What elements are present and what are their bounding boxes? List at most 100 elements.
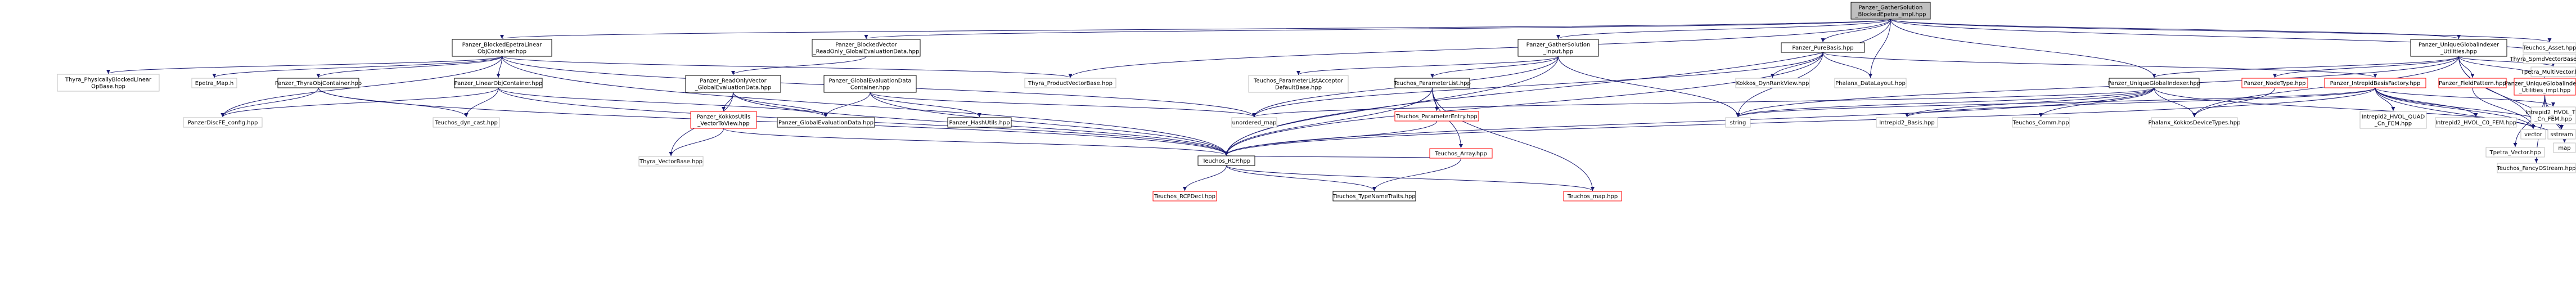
node-rcpDecl[interactable]: Teuchos_RCPDecl.hpp — [1152, 191, 1217, 202]
node-fancyOStream: Teuchos_FancyOStream.hpp — [2496, 163, 2576, 173]
node-box — [454, 78, 543, 88]
node-paramList[interactable]: Teuchos_ParameterList.hpp — [1393, 78, 1471, 88]
edge-root-to-blockedEpetraLinObj — [501, 19, 1891, 39]
node-pureBasis[interactable]: Panzer_PureBasis.hpp — [1781, 42, 1865, 53]
node-box — [1850, 2, 1931, 20]
node-box — [1231, 117, 1277, 128]
node-label: Teuchos_Asset.hpp — [2523, 45, 2576, 51]
edge-gatherInput-to-string — [1558, 56, 1740, 118]
node-box — [1429, 148, 1493, 159]
node-label: Kokkos_DynRankView.hpp — [1736, 80, 1809, 87]
node-label: _BlockedEpetra_impl.hpp — [1854, 12, 1926, 18]
node-box — [1024, 78, 1116, 88]
edge-gatherInput-to-teuchosRcp — [1224, 56, 1559, 156]
node-globalEvalData[interactable]: Panzer_GlobalEvaluationData.hpp — [777, 117, 875, 128]
node-box — [2359, 111, 2427, 129]
node-label: Intrepid2_HVOL_TRI — [2525, 110, 2576, 116]
node-box — [812, 39, 921, 57]
node-teuchosComm: Teuchos_Comm.hpp — [2012, 117, 2070, 128]
edge-uniqueIndexerUtils-to-map — [2458, 56, 2566, 143]
node-label: Intrepid2_Basis.hpp — [1879, 120, 1935, 126]
edge-blockedEpetraLinObj-to-thyraPhys — [106, 56, 502, 74]
node-dynCast: Teuchos_dyn_cast.hpp — [433, 117, 500, 128]
edge-root-to-gatherInput — [1556, 19, 1891, 39]
edge-paramList-to-teuchosRcp — [1224, 87, 1433, 156]
edge-pureBasis-to-intrepidFactory — [1822, 52, 2377, 78]
node-intrepidBasis: Intrepid2_Basis.hpp — [1876, 117, 1938, 128]
node-nodeType[interactable]: Panzer_NodeType.hpp — [2241, 78, 2308, 88]
node-kokkosDyn: Kokkos_DynRankView.hpp — [1735, 78, 1810, 88]
node-label: Teuchos_RCPDecl.hpp — [1154, 194, 1215, 200]
node-readOnlyVector[interactable]: Panzer_ReadOnlyVector_GlobalEvaluationDa… — [685, 75, 781, 93]
edge-uniqueIndexer-to-teuchosComm — [2039, 87, 2155, 118]
node-label: Panzer_GatherSolution — [1526, 42, 1591, 48]
node-box — [191, 78, 237, 88]
edge-thyraObj-to-dynCast — [318, 87, 469, 118]
node-intrepidFactory[interactable]: Panzer_IntrepidBasisFactory.hpp — [2324, 78, 2426, 88]
node-uniqueIndexerImpl[interactable]: Panzer_UniqueGlobalIndexer_Utilities_imp… — [2505, 78, 2576, 96]
edge-uniqueIndexerImpl-to-tpetraVector — [2513, 95, 2545, 147]
node-label: Panzer_KokkosUtils — [697, 114, 750, 120]
node-label: _Input.hpp — [1543, 49, 1573, 55]
node-teuchosMap[interactable]: Teuchos_map.hpp — [1563, 191, 1622, 202]
node-label: Teuchos_ParameterEntry.hpp — [1395, 114, 1477, 120]
node-box — [777, 117, 875, 128]
node-kokkosUtils[interactable]: Panzer_KokkosUtils_VectorToView.hpp — [690, 111, 757, 129]
node-label: string — [1730, 120, 1746, 126]
edge-pureBasis-to-unorderedMap — [1252, 52, 1823, 118]
node-label: Teuchos_Array.hpp — [1434, 151, 1487, 157]
node-uniqueIndexer[interactable]: Panzer_UniqueGlobalIndexer.hpp — [2108, 78, 2201, 88]
node-root[interactable]: Panzer_GatherSolution_BlockedEpetra_impl… — [1850, 2, 1931, 20]
node-blockedEpetraLinObj[interactable]: Panzer_BlockedEpetraLinearObjContainer.h… — [452, 39, 552, 57]
node-label: Teuchos_map.hpp — [1567, 194, 1618, 200]
node-linearObj[interactable]: Panzer_LinearObjContainer.hpp — [454, 78, 543, 88]
node-label: Epetra_Map.h — [195, 80, 234, 87]
node-teuchosRcp[interactable]: Teuchos_RCP.hpp — [1197, 155, 1255, 166]
node-box — [685, 75, 781, 93]
edge-uniqueIndexerUtils-to-uniqueIndexer — [2152, 56, 2459, 78]
node-label: Thyra_PhysicallyBlockedLinear — [65, 77, 152, 83]
node-box — [2109, 78, 2200, 88]
node-blockedVector[interactable]: Panzer_BlockedVector_ReadOnly_GlobalEval… — [812, 39, 921, 57]
node-thyraSpmd: Thyra_SpmdVectorBase.hpp — [2510, 53, 2576, 64]
edge-linearObj-to-dirichlet — [220, 87, 499, 118]
node-label: _Cn_FEM.hpp — [2374, 121, 2412, 127]
edge-root-to-blockedVector — [864, 19, 1891, 39]
node-box — [1394, 78, 1470, 88]
edge-linearObj-to-dynCast — [464, 87, 499, 118]
node-label: Panzer_IntrepidBasisFactory.hpp — [2330, 80, 2421, 87]
node-gatherInput[interactable]: Panzer_GatherSolution_Input.hpp — [1517, 39, 1599, 57]
node-label: _VectorToView.hpp — [697, 121, 749, 127]
edge-root-to-uniqueIndexerUtils — [1890, 19, 2461, 39]
node-typeNameTraits[interactable]: Teuchos_TypeNameTraits.hpp — [1332, 191, 1416, 202]
node-paramEntry[interactable]: Teuchos_ParameterEntry.hpp — [1394, 111, 1479, 122]
node-box — [2435, 117, 2517, 128]
edge-gedContainer-to-hashUtils — [870, 92, 981, 118]
node-label: _Utilities.hpp — [2440, 49, 2477, 55]
edge-uniqueIndexer-to-teuchosRcp — [1224, 87, 2155, 156]
edge-uniqueIndexerUtils-to-tpetraMulti — [2458, 56, 2555, 67]
node-box — [1735, 78, 1810, 88]
node-thyraVectorBase: Thyra_VectorBase.hpp — [638, 156, 704, 167]
node-thyraObj[interactable]: Panzer_ThyraObjContainer.hpp — [275, 78, 362, 88]
edge-root-to-thyraProduct — [1068, 19, 1891, 78]
node-hashUtils[interactable]: Panzer_HashUtils.hpp — [947, 117, 1012, 128]
node-uniqueIndexerUtils[interactable]: Panzer_UniqueGlobalIndexer_Utilities.hpp — [2410, 39, 2507, 57]
edge-pureBasis-to-teuchosRcp — [1224, 52, 1823, 156]
node-teuchosArray[interactable]: Teuchos_Array.hpp — [1429, 148, 1493, 159]
edge-teuchosArray-to-typeNameTraits — [1372, 158, 1461, 191]
node-label: Teuchos_dyn_cast.hpp — [434, 120, 498, 126]
edge-fieldPattern-to-vector — [2472, 87, 2536, 129]
edge-kokkosUtils-to-thyraVectorBase — [669, 128, 724, 156]
node-label: PanzerDiscFE_config.hpp — [188, 120, 258, 126]
node-box — [1517, 39, 1599, 57]
node-fieldPattern[interactable]: Panzer_FieldPattern.hpp — [2438, 78, 2507, 88]
edge-blockedEpetraLinObj-to-teuchosRcp — [502, 56, 1228, 156]
node-label: Panzer_GatherSolution — [1859, 5, 1923, 11]
node-label: Panzer_HashUtils.hpp — [949, 120, 1010, 126]
node-box — [1876, 117, 1938, 128]
node-box — [1197, 155, 1255, 166]
node-tpetraVector: Tpetra_Vector.hpp — [2485, 147, 2545, 158]
